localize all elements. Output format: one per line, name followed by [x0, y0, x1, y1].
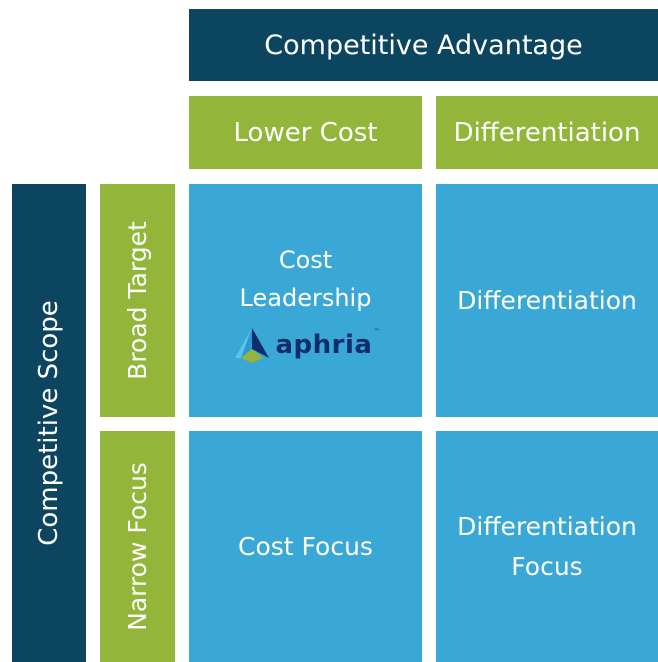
broad-target-side-header: Broad Target — [100, 184, 175, 417]
cost-focus-cell: Cost Focus — [189, 431, 422, 662]
differentiation-cell-label: Differentiation — [457, 286, 637, 315]
differentiation-cell: Differentiation — [436, 184, 658, 417]
differentiation-header: Differentiation — [436, 96, 658, 169]
aphria-logo: aphria ™ — [232, 325, 380, 365]
narrow-focus-side-header: Narrow Focus — [100, 431, 175, 662]
lower-cost-label: Lower Cost — [233, 117, 378, 148]
broad-target-label: Broad Target — [123, 221, 152, 380]
differentiation-focus-line2: Focus — [511, 551, 583, 581]
trademark-symbol: ™ — [373, 327, 380, 335]
competitive-scope-side-header: Competitive Scope — [12, 184, 86, 662]
competitive-scope-label: Competitive Scope — [34, 300, 65, 546]
cost-focus-label: Cost Focus — [238, 532, 373, 561]
differentiation-focus-cell: Differentiation Focus — [436, 431, 658, 662]
aphria-leaf-icon — [234, 327, 269, 363]
narrow-focus-label: Narrow Focus — [123, 462, 152, 631]
aphria-wordmark: aphria — [275, 329, 373, 360]
differentiation-focus-line1: Differentiation — [457, 511, 637, 541]
lower-cost-header: Lower Cost — [189, 96, 422, 169]
cost-leadership-line2: Leadership — [239, 283, 372, 312]
differentiation-header-label: Differentiation — [453, 117, 641, 148]
competitive-advantage-header: Competitive Advantage — [189, 9, 658, 81]
competitive-advantage-label: Competitive Advantage — [264, 29, 583, 61]
cost-leadership-line1: Cost — [278, 246, 333, 275]
cost-leadership-cell: Cost Leadership aphria ™ — [189, 184, 422, 417]
